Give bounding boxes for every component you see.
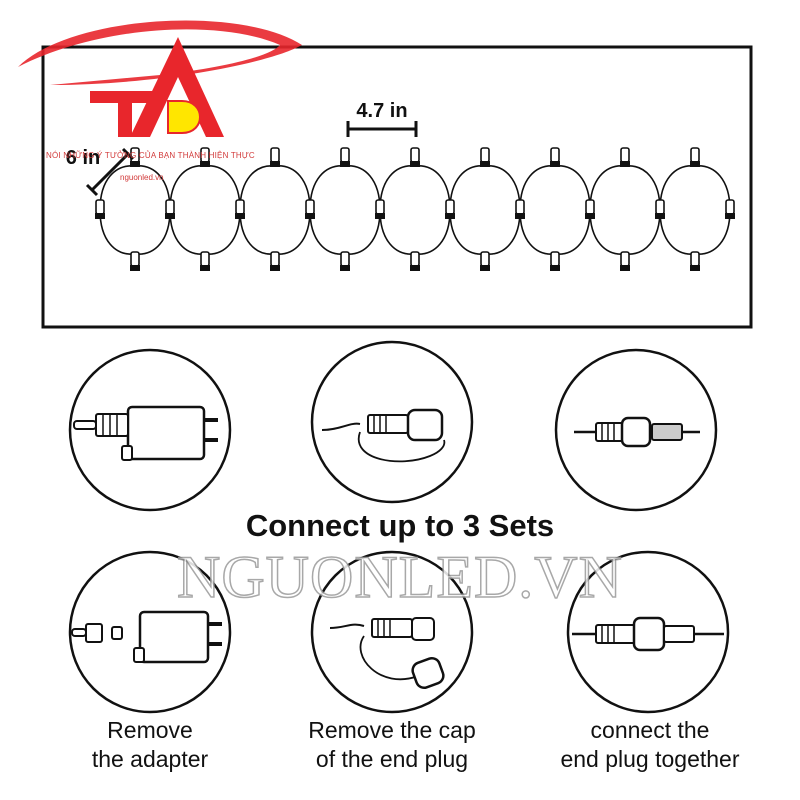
bulb-icon [725, 199, 735, 219]
logo-url: nguonled.vn [120, 173, 164, 182]
bulb-icon [620, 147, 630, 167]
diagram-frame [41, 45, 753, 329]
dimension-horizontal-label: 4.7 in [356, 100, 407, 122]
dimension-horizontal: 4.7 in [346, 100, 418, 137]
end-plug-cap-icon [310, 550, 474, 714]
bulb-icon [95, 199, 105, 219]
bulb-group [95, 147, 735, 271]
bulb-icon [620, 251, 630, 271]
bulb-icon [305, 199, 315, 219]
bulb-icon [165, 199, 175, 219]
bulb-icon [200, 251, 210, 271]
bulb-icon [410, 147, 420, 167]
bulb-icon [410, 251, 420, 271]
caption-line: of the end plug [315, 746, 469, 772]
bulb-icon [655, 199, 665, 219]
bulb-icon [235, 199, 245, 219]
bulb-icon [690, 147, 700, 167]
logo-swoosh [18, 20, 302, 85]
net-light-diagram: 4.7 in 6 in [41, 45, 753, 329]
bulb-icon [340, 251, 350, 271]
brand-logo: NÓI NHỮNG Ý TƯỞNG CỦA BẠN THÀNH HIỆN THỰ… [10, 5, 310, 195]
caption-line: end plug together [560, 746, 740, 772]
plugs-joined-icon [554, 348, 718, 512]
bulb-icon [270, 147, 280, 167]
dimension-vertical: 6 in [66, 147, 135, 197]
caption-line: the adapter [91, 746, 209, 772]
plug-connection-icon [566, 550, 730, 714]
bulb-icon [480, 147, 490, 167]
caption-line: Remove [107, 717, 193, 743]
logo-tagline: NÓI NHỮNG Ý TƯỞNG CỦA BẠN THÀNH HIỆN THỰ… [46, 151, 255, 160]
power-adapter-icon [68, 550, 232, 714]
bulb-icon [375, 199, 385, 219]
step-caption-remove-adapter: Remove the adapter [60, 716, 240, 774]
adapter-attached-icon [68, 348, 232, 512]
bulb-icon [585, 199, 595, 219]
caption-line: connect the [590, 717, 710, 743]
logo-letter-d [167, 100, 201, 134]
bulb-icon [550, 251, 560, 271]
bulb-icon [130, 251, 140, 271]
connect-sets-title: Connect up to 3 Sets [245, 508, 555, 543]
bulb-icon [200, 147, 210, 167]
bulb-icon [340, 147, 350, 167]
step-caption-remove-cap: Remove the cap of the end plug [282, 716, 502, 774]
bulb-icon [480, 251, 490, 271]
watermark-text: NGUONLED.VN [176, 543, 623, 611]
caption-line: Remove the cap [308, 717, 476, 743]
dimension-vertical-label: 6 in [66, 147, 100, 169]
bulb-icon [690, 251, 700, 271]
bulb-icon [445, 199, 455, 219]
step-caption-connect-plugs: connect the end plug together [540, 716, 760, 774]
bulb-icon [515, 199, 525, 219]
bulb-icon [550, 147, 560, 167]
logo-letter-a [130, 37, 224, 137]
end-plug-capped-icon [310, 340, 474, 504]
logo-letter-t [90, 91, 160, 137]
bulb-icon [270, 251, 280, 271]
